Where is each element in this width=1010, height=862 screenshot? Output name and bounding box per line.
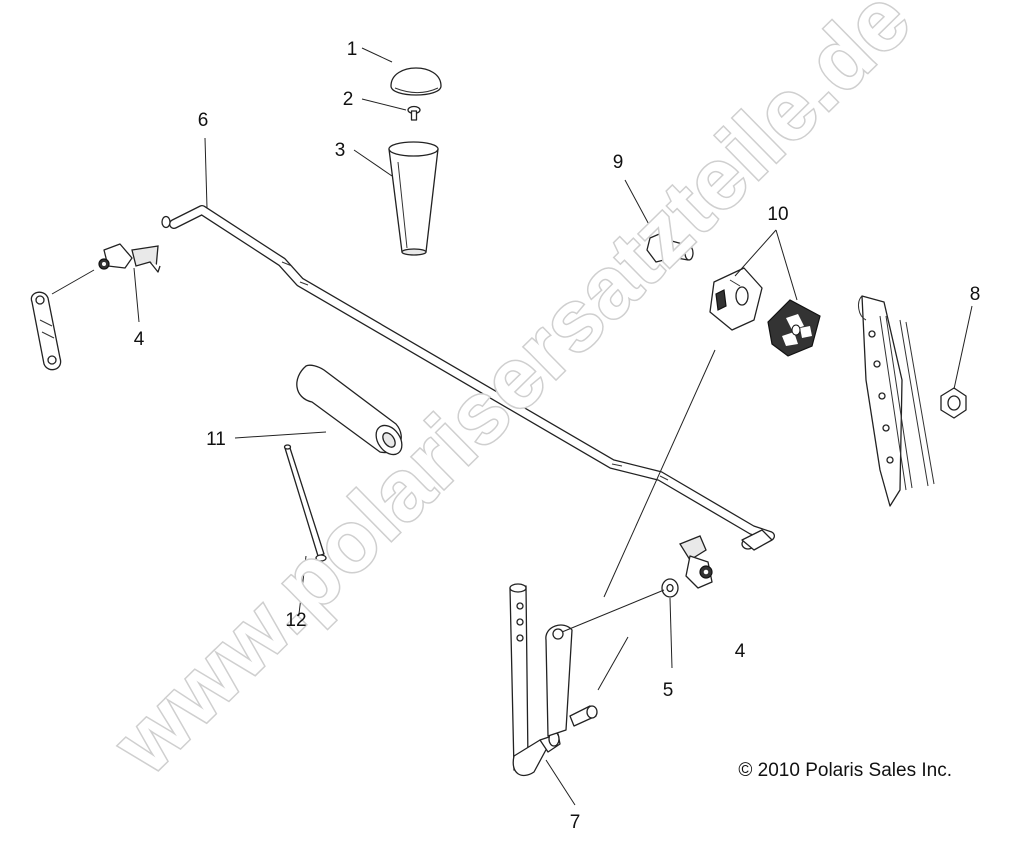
left-link-arm — [30, 291, 62, 371]
part-10-bushing-a — [709, 267, 763, 331]
callout-5: 5 — [663, 680, 674, 701]
part-2-screw — [407, 105, 421, 121]
part-11-sleeve — [296, 364, 403, 456]
callout-11: 11 — [206, 429, 226, 450]
part-8-nut — [940, 387, 967, 419]
callout-10: 10 — [767, 204, 788, 225]
callout-1: 1 — [347, 39, 358, 60]
copyright-notice: © 2010 Polaris Sales Inc. — [738, 760, 952, 781]
part-5-washer — [661, 578, 679, 598]
callout-4-left: 4 — [134, 329, 145, 350]
callout-4-right: 4 — [735, 641, 746, 662]
part-6-shift-rod — [161, 205, 775, 551]
callout-3: 3 — [335, 140, 346, 161]
callout-8: 8 — [970, 284, 981, 305]
callout-2: 2 — [343, 89, 354, 110]
callout-6: 6 — [198, 110, 209, 131]
part-4-clip-right — [679, 535, 713, 589]
part-7-shift-lever — [509, 583, 598, 777]
part-1-knob-cap — [390, 67, 442, 96]
right-bracket-plate — [858, 295, 935, 507]
part-12-pin — [283, 444, 327, 562]
callout-12: 12 — [285, 610, 306, 631]
part-9-bolt — [646, 231, 694, 263]
part-4-clip-left — [98, 243, 161, 273]
part-3-shift-knob — [388, 141, 439, 256]
leader-lines — [51, 47, 973, 806]
callout-9: 9 — [613, 152, 624, 173]
callout-7: 7 — [570, 812, 581, 833]
part-10-bushing-b — [767, 299, 821, 357]
